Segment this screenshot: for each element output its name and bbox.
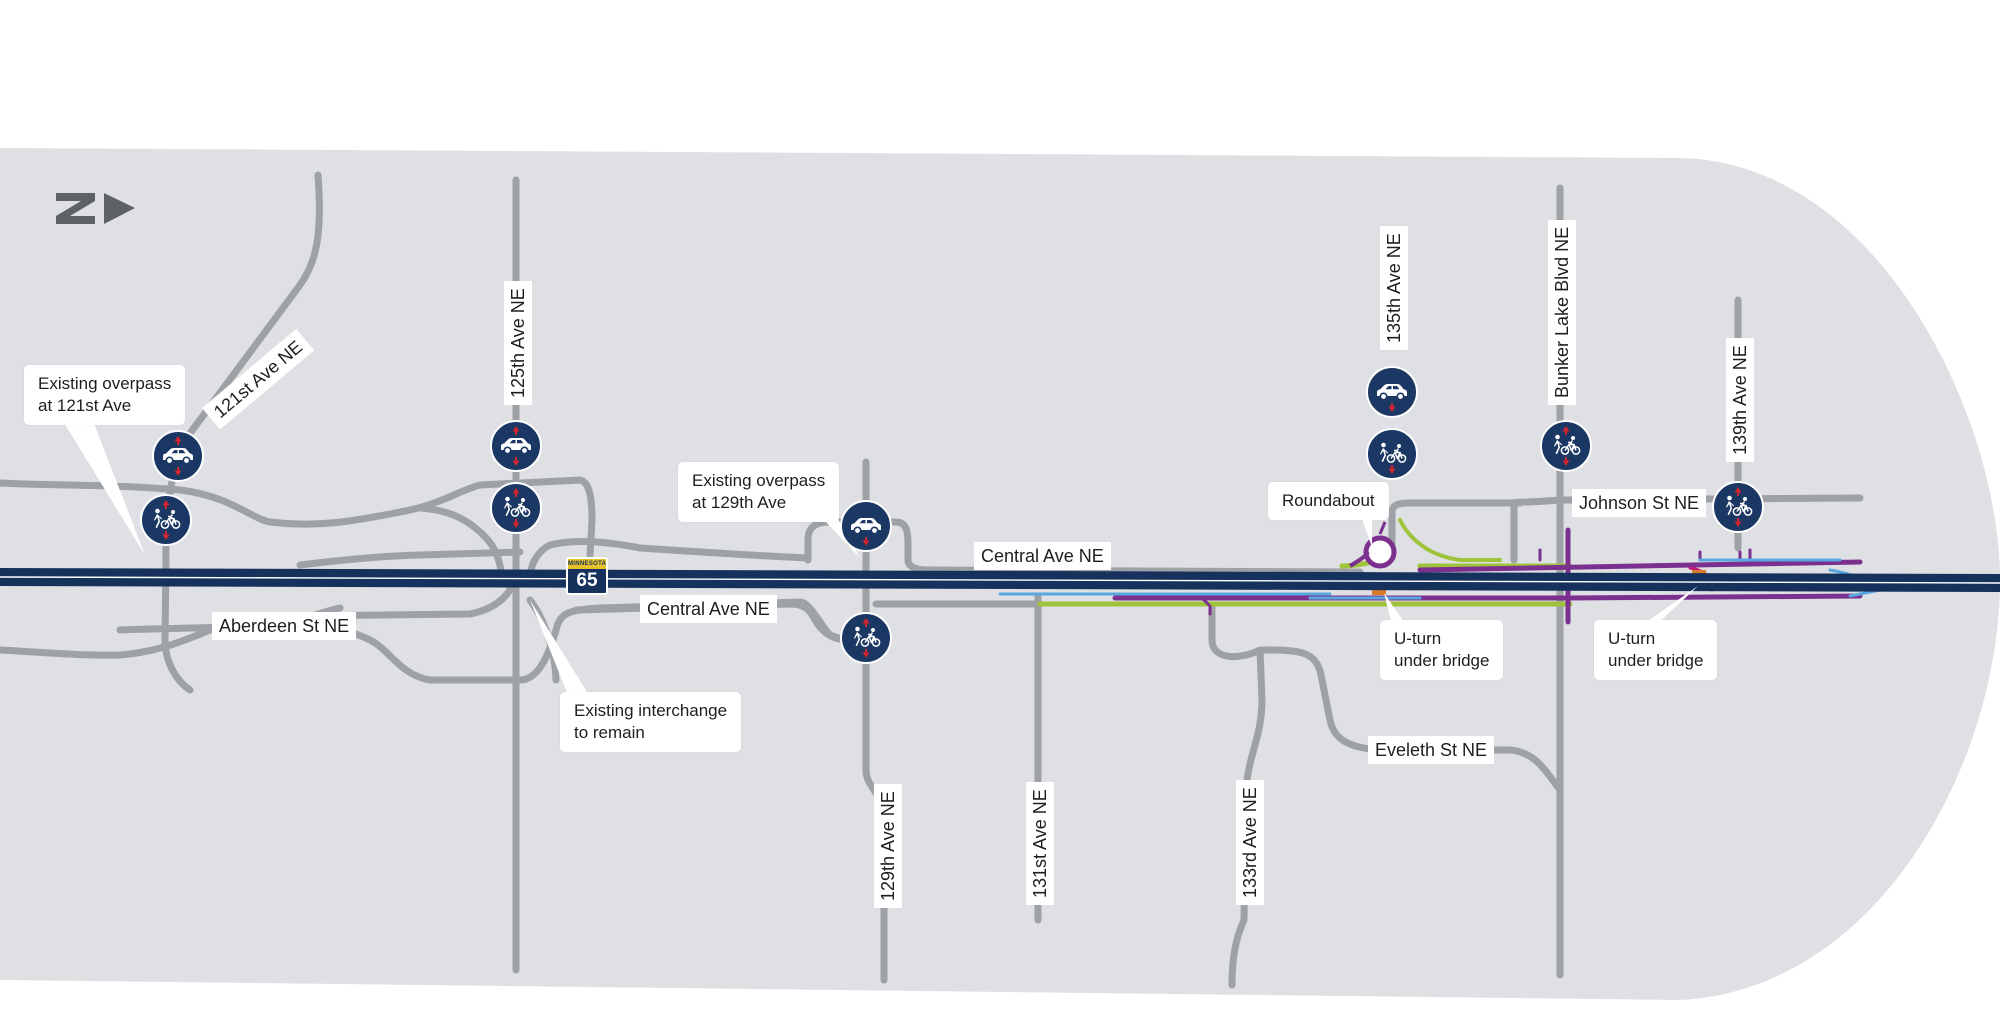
- callout-overpass-129: Existing overpass at 129th Ave: [678, 462, 840, 522]
- crossing-badge-121-ped: [140, 494, 192, 546]
- callout-line: U-turn: [1394, 629, 1442, 648]
- callout-uturn-1: U-turn under bridge: [1380, 620, 1504, 680]
- ped-bike-icon: [1380, 442, 1407, 474]
- label-125th-ave: 125th Ave NE: [504, 281, 532, 405]
- callout-line: U-turn: [1608, 629, 1656, 648]
- callout-line: at 129th Ave: [692, 493, 787, 512]
- callout-line: under bridge: [1394, 651, 1490, 670]
- label-131st-ave: 131st Ave NE: [1026, 782, 1054, 905]
- label-133rd-ave: 133rd Ave NE: [1236, 780, 1264, 905]
- label-central-ave-south: Central Ave NE: [640, 595, 777, 623]
- crossing-badge-125-car: [490, 420, 542, 472]
- highway-65: [0, 568, 2000, 592]
- ped-bike-icon: [1726, 487, 1753, 527]
- label-central-ave-north: Central Ave NE: [974, 542, 1111, 570]
- ped-bike-icon: [154, 500, 181, 540]
- label-129th-ave: 129th Ave NE: [874, 784, 902, 908]
- crossing-badge-125-ped: [490, 482, 542, 534]
- label-aberdeen-st: Aberdeen St NE: [212, 612, 357, 640]
- crossing-badge-121-car: [152, 430, 204, 482]
- north-arrow-icon: [56, 193, 135, 224]
- label-johnson-st: Johnson St NE: [1572, 489, 1707, 517]
- car-icon: [163, 436, 193, 476]
- ped-bike-icon: [504, 488, 531, 528]
- label-135th-ave: 135th Ave NE: [1380, 226, 1408, 350]
- shield-state: MINNESOTA: [568, 559, 607, 569]
- callout-uturn-2: U-turn under bridge: [1594, 620, 1718, 680]
- ped-bike-icon: [854, 618, 881, 658]
- callout-line: Existing overpass: [38, 374, 172, 393]
- roundabout: [1348, 521, 1397, 569]
- crossing-badge-129-ped: [840, 612, 892, 664]
- label-139th-ave: 139th Ave NE: [1726, 338, 1754, 462]
- label-bunker-lake-blvd: Bunker Lake Blvd NE: [1548, 219, 1576, 405]
- crossing-badge-139-ped: [1712, 481, 1764, 533]
- crossing-badge-135-ped: [1366, 428, 1418, 480]
- callout-roundabout: Roundabout: [1268, 482, 1389, 520]
- callout-line: at 121st Ave: [38, 396, 132, 415]
- shield-number: 65: [576, 570, 598, 591]
- callout-line: to remain: [574, 723, 645, 742]
- label-eveleth-st: Eveleth St NE: [1368, 736, 1495, 764]
- callout-existing-interchange: Existing interchange to remain: [560, 692, 742, 752]
- car-icon: [501, 426, 531, 466]
- callout-line: Roundabout: [1282, 491, 1375, 510]
- callout-line: Existing overpass: [692, 471, 826, 490]
- callout-line: Existing interchange: [574, 701, 728, 720]
- highway-65-shield-icon: MINNESOTA 65: [566, 557, 608, 595]
- callout-line: under bridge: [1608, 651, 1704, 670]
- callout-overpass-121: Existing overpass at 121st Ave: [24, 365, 186, 425]
- crossing-badge-135-car: [1366, 366, 1418, 418]
- car-icon: [1377, 384, 1407, 412]
- crossing-badge-129-car: [840, 500, 892, 552]
- ped-bike-icon: [1554, 426, 1581, 466]
- crossing-badge-bunker-ped: [1540, 420, 1592, 472]
- car-icon: [851, 518, 881, 546]
